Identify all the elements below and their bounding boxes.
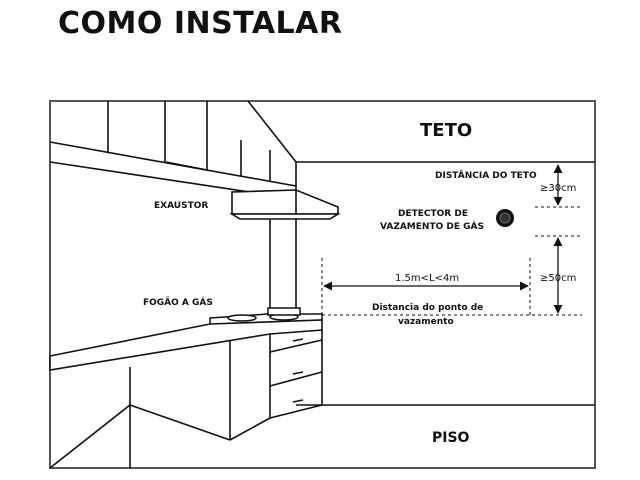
- ceiling-distance-label: DISTÂNCIA DO TETO: [435, 169, 537, 181]
- ceiling-gap-label: ≥30cm: [540, 183, 576, 194]
- leak-point-label-line2: vazamento: [398, 317, 454, 327]
- room-outline: [49, 100, 595, 469]
- detector-label-line2: VAZAMENTO DE GÁS: [380, 220, 484, 232]
- floor-label: PISO: [432, 430, 470, 446]
- reference-lines: [321, 206, 582, 316]
- horizontal-range-label: 1.5m<L<4m: [395, 273, 459, 284]
- ceiling-label: TETO: [420, 120, 472, 141]
- base-cabinets: [49, 319, 323, 441]
- exhaust-hood: [229, 189, 341, 308]
- diagram-frame: [49, 100, 596, 469]
- gas-detector: [496, 209, 514, 227]
- stove-label: FOGÃO A GÁS: [143, 296, 213, 308]
- detector-label-line1: DETECTOR DE: [398, 209, 468, 219]
- hood-label: EXAUSTOR: [154, 201, 208, 211]
- height-gap-label: ≥50cm: [540, 273, 576, 284]
- page-title: COMO INSTALAR: [58, 6, 343, 41]
- leak-point-label-line1: Distancia do ponto de: [372, 303, 483, 313]
